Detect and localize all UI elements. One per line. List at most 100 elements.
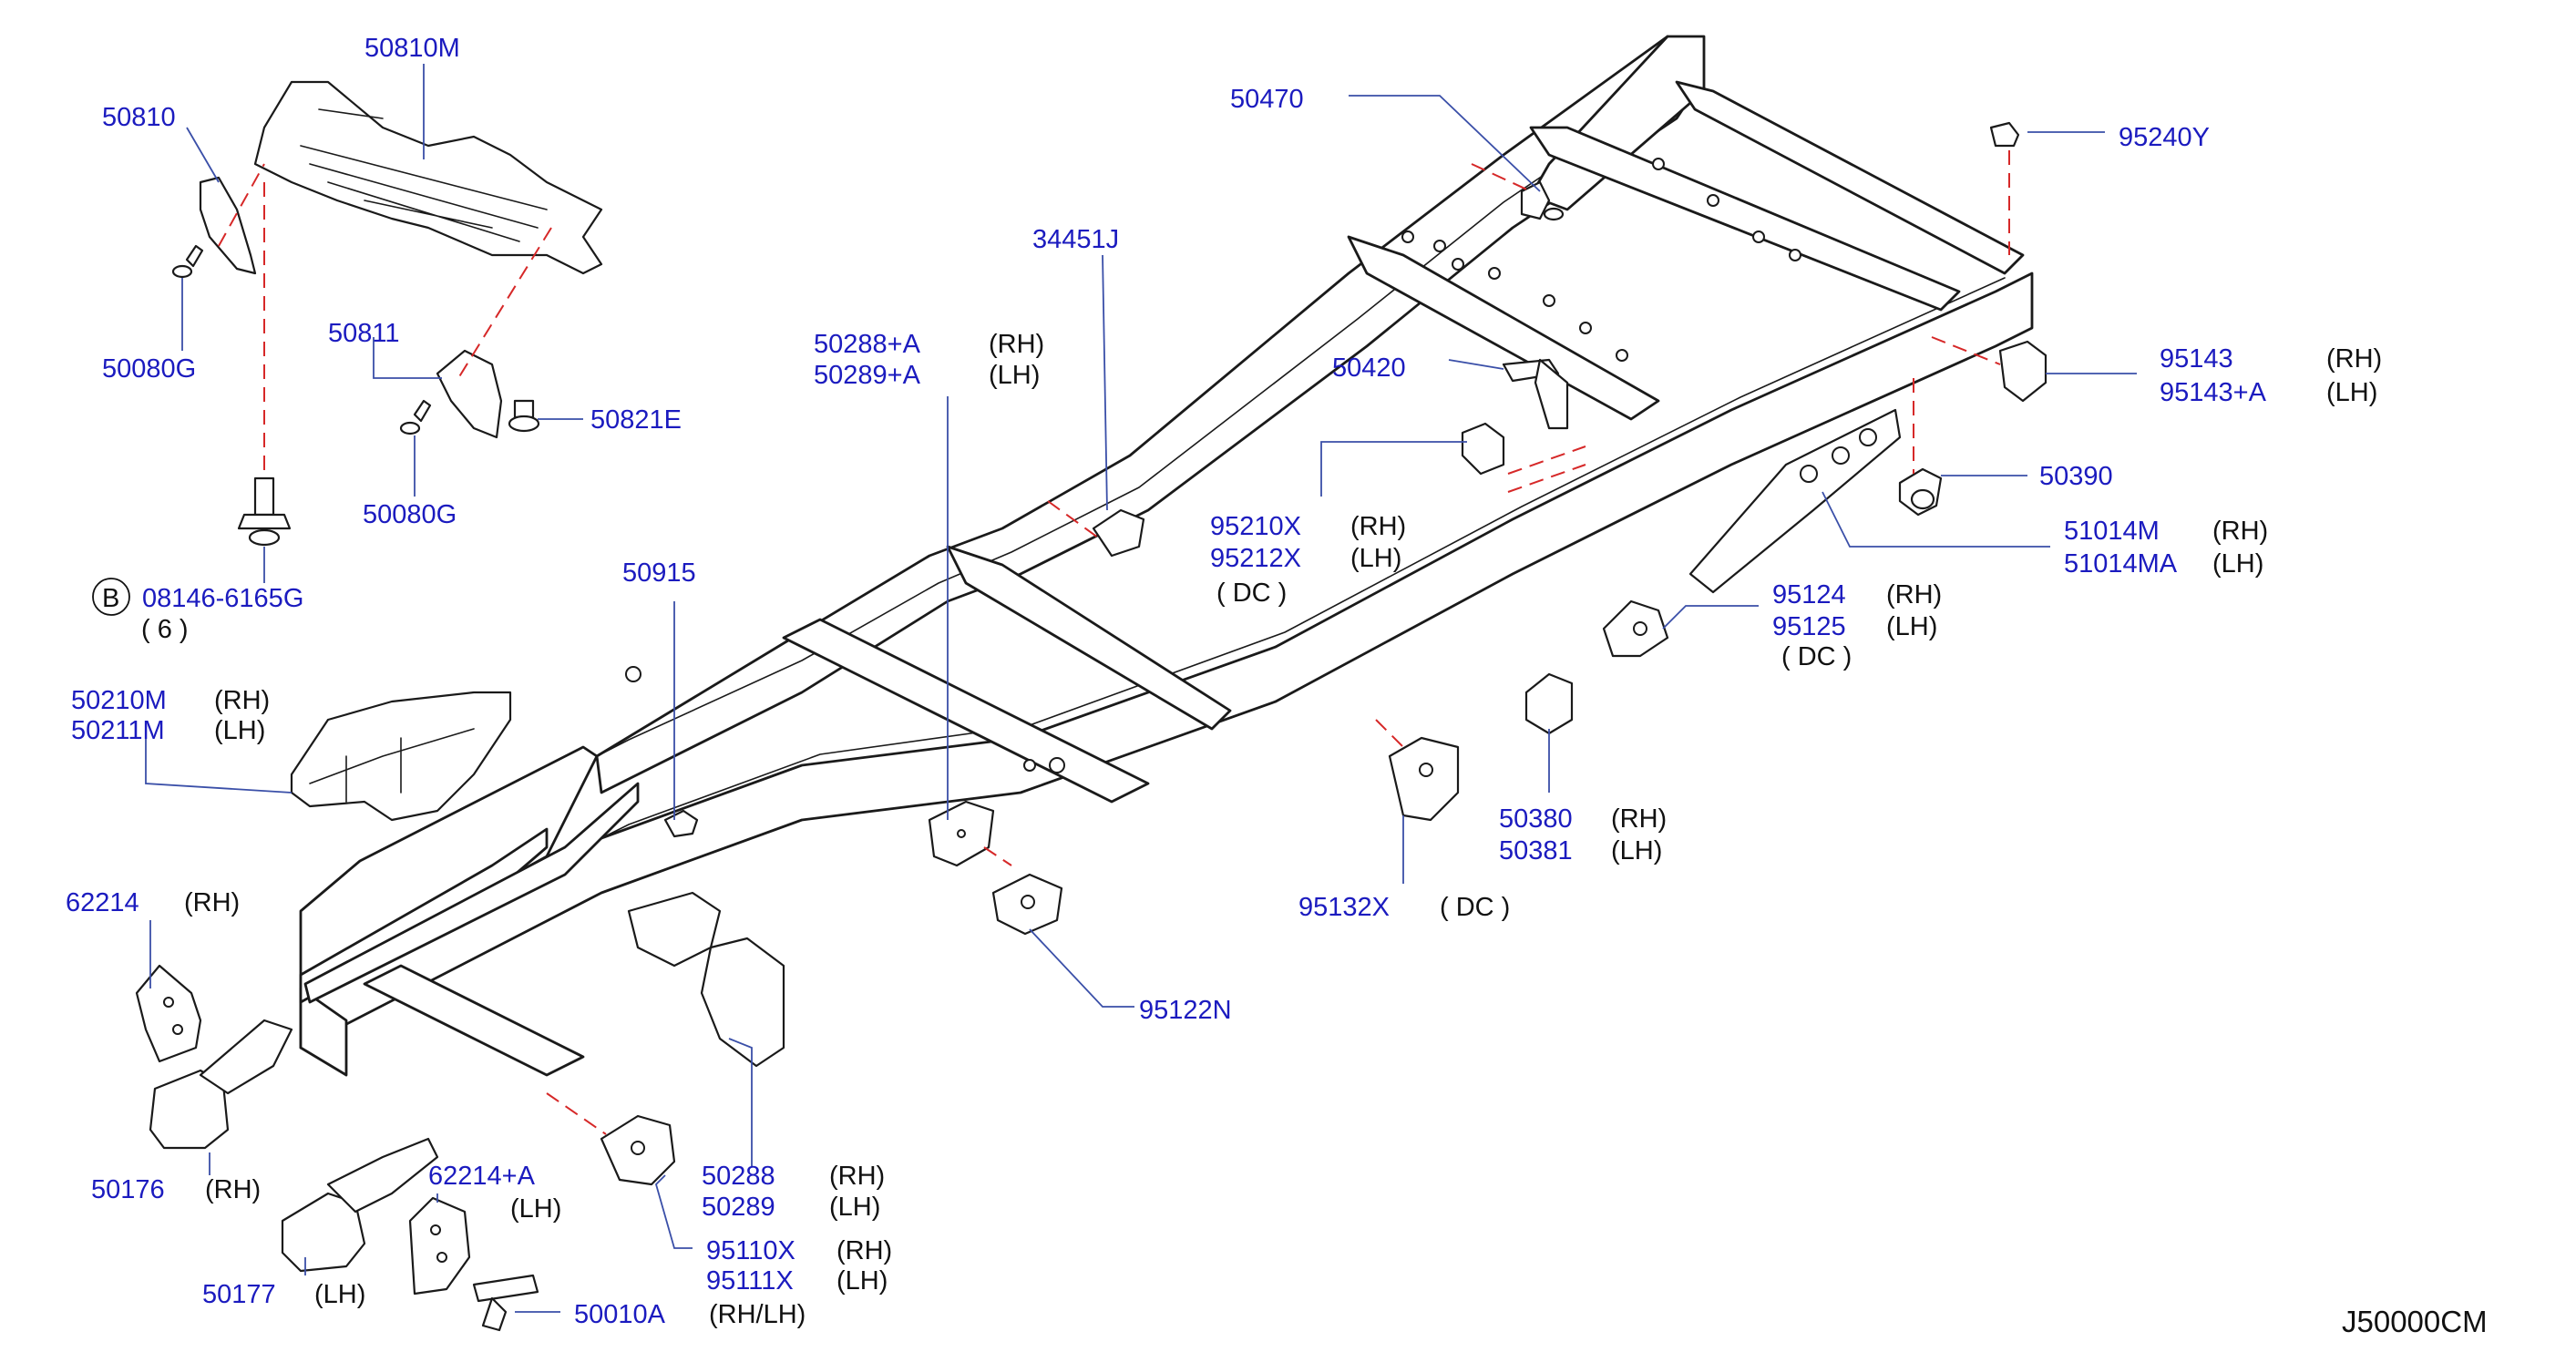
svg-text:(LH): (LH) — [2212, 549, 2263, 579]
svg-text:50010A: 50010A — [574, 1300, 666, 1329]
svg-text:(LH): (LH) — [1886, 612, 1937, 641]
svg-text:50080G: 50080G — [102, 354, 196, 384]
svg-text:95240Y: 95240Y — [2119, 123, 2210, 152]
callout-50810M: 50810M — [364, 34, 460, 63]
svg-text:( 6 ): ( 6 ) — [141, 615, 189, 644]
svg-text:50915: 50915 — [622, 558, 696, 588]
body-mount-95210X — [1461, 422, 1505, 476]
svg-text:B: B — [102, 584, 119, 613]
callout-95132X: 95132X ( DC ) — [1298, 893, 1510, 922]
callout-50176: 50176 (RH) — [91, 1175, 261, 1204]
svg-text:( DC ): ( DC ) — [1440, 893, 1510, 922]
assembly-dash-lines — [218, 150, 2010, 1135]
svg-text:95124: 95124 — [1772, 580, 1846, 609]
svg-text:(LH): (LH) — [314, 1280, 365, 1309]
svg-text:95110X: 95110X — [706, 1236, 795, 1265]
svg-text:(RH): (RH) — [1350, 512, 1406, 541]
clip-50080G-lower — [399, 399, 432, 435]
svg-text:50380: 50380 — [1499, 804, 1573, 834]
svg-text:08146-6165G: 08146-6165G — [142, 584, 303, 613]
svg-text:62214: 62214 — [66, 888, 139, 917]
svg-text:50420: 50420 — [1332, 353, 1406, 383]
svg-text:50288+A: 50288+A — [814, 330, 921, 359]
nut-50821E — [508, 399, 540, 433]
svg-text:(RH): (RH) — [2326, 344, 2382, 374]
callout-labels: 50810M 50810 50080G 50811 50821E 50080G … — [66, 34, 2488, 1338]
callout-50288A: 50288+A (RH) 50289+A (LH) — [814, 330, 1044, 390]
callout-34451J: 34451J — [1032, 225, 1119, 254]
svg-text:50080G: 50080G — [363, 500, 457, 529]
callout-50080G-upper: 50080G — [102, 354, 196, 384]
callout-50470: 50470 — [1230, 85, 1304, 114]
svg-text:(RH): (RH) — [2212, 517, 2268, 546]
bolt-50420 — [1502, 358, 1569, 430]
callout-50810: 50810 — [102, 103, 176, 132]
engine-mount-bracket — [700, 937, 785, 1068]
svg-text:(LH): (LH) — [829, 1193, 880, 1222]
rear-cross-member — [1675, 80, 2025, 275]
bracket-62214A — [408, 1196, 471, 1296]
callout-50821E: 50821E — [590, 405, 682, 435]
svg-text:50177: 50177 — [202, 1280, 276, 1309]
cross-member-4 — [1529, 126, 1961, 312]
svg-text:(RH): (RH) — [829, 1162, 885, 1191]
bracket-62214 — [135, 964, 202, 1063]
right-rail-top-edge — [596, 90, 1668, 757]
svg-text:50810M: 50810M — [364, 34, 460, 63]
clip-50080G-upper — [171, 244, 204, 279]
callout-50390: 50390 — [2039, 462, 2113, 491]
callout-50915: 50915 — [622, 558, 696, 588]
clip-50915 — [663, 809, 699, 838]
bolt-08146-6165G — [237, 476, 292, 547]
callout-62214A: 62214+A (LH) — [428, 1162, 561, 1224]
frame-line-art — [135, 35, 2047, 1332]
svg-text:95212X: 95212X — [1210, 544, 1301, 573]
svg-text:95210X: 95210X — [1210, 512, 1301, 541]
callout-51014M: 51014M (RH) 51014MA (LH) — [2064, 517, 2268, 579]
svg-text:95132X: 95132X — [1298, 893, 1390, 922]
svg-text:95122N: 95122N — [1139, 996, 1232, 1025]
callout-08146-6165G: B 08146-6165G ( 6 ) — [92, 578, 303, 644]
right-rear-rail-end — [1529, 35, 1706, 211]
svg-text:50810: 50810 — [102, 103, 176, 132]
mount-50380 — [1524, 672, 1574, 735]
skid-plate-50810M — [253, 80, 603, 275]
svg-text:(RH): (RH) — [1886, 580, 1942, 609]
mount-bracket-50210M-detail — [309, 728, 475, 803]
svg-text:(RH): (RH) — [214, 686, 270, 715]
svg-text:50289: 50289 — [702, 1193, 775, 1222]
front-lower-beam — [363, 964, 585, 1077]
svg-text:(LH): (LH) — [989, 361, 1040, 390]
callout-95124: 95124 (RH) 95125 (LH) ( DC ) — [1772, 580, 1942, 671]
left-side-rail — [299, 271, 2034, 1050]
stud-50470 — [1520, 180, 1565, 221]
svg-text:50288: 50288 — [702, 1162, 775, 1191]
callout-50010A: 50010A (RH/LH) — [574, 1300, 806, 1329]
svg-text:(LH): (LH) — [1350, 544, 1401, 573]
bump-stopper-50176-arm — [199, 1019, 293, 1095]
svg-text:(LH): (LH) — [510, 1194, 561, 1224]
bracket-95132X — [1388, 736, 1460, 822]
svg-text:34451J: 34451J — [1032, 225, 1119, 254]
cross-member-1 — [782, 618, 1150, 804]
callout-62214: 62214 (RH) — [66, 888, 240, 917]
callout-95110X: 95110X (RH) 95111X (LH) — [706, 1236, 892, 1296]
callout-95240Y: 95240Y — [2119, 123, 2210, 152]
svg-text:(RH): (RH) — [989, 330, 1044, 359]
callout-50811: 50811 — [328, 319, 400, 348]
svg-text:50210M: 50210M — [71, 686, 167, 715]
svg-text:(LH): (LH) — [2326, 378, 2377, 407]
bracket-95143 — [1998, 340, 2047, 403]
frame-holes — [625, 158, 1801, 773]
callout-50210M: 50210M (RH) 50211M (LH) — [71, 686, 270, 745]
svg-text:(RH): (RH) — [836, 1236, 892, 1265]
bump-stopper-50177-arm — [326, 1137, 439, 1214]
svg-text:50821E: 50821E — [590, 405, 682, 435]
svg-text:50176: 50176 — [91, 1175, 165, 1204]
callout-95210X: 95210X (RH) 95212X (LH) ( DC ) — [1210, 512, 1406, 608]
bracket-50810 — [199, 176, 257, 275]
svg-text:95125: 95125 — [1772, 612, 1846, 641]
svg-text:50470: 50470 — [1230, 85, 1304, 114]
callout-50080G-lower: 50080G — [363, 500, 457, 529]
callout-50177: 50177 (LH) — [202, 1280, 365, 1309]
